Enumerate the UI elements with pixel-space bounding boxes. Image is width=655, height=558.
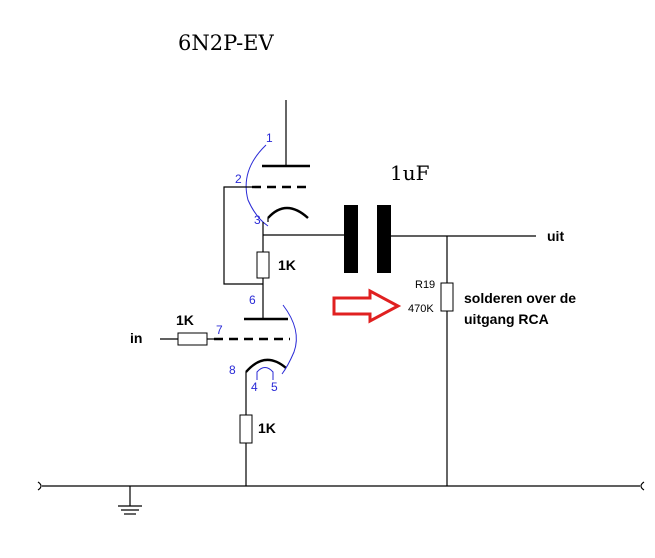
upper-tube-envelope <box>245 144 269 227</box>
pin-3-label: 3 <box>254 213 261 227</box>
pin-6-label: 6 <box>249 293 256 307</box>
resistor-grid-label: 1K <box>176 312 194 328</box>
resistor-cathode-label: 1K <box>258 420 276 436</box>
r19-ref-label: R19 <box>415 279 435 291</box>
resistor-cathode <box>239 414 253 444</box>
resistor-r19 <box>440 282 454 312</box>
ground-symbol <box>118 486 142 515</box>
grid-feedback-wire <box>223 186 263 285</box>
capacitor-plate-right <box>377 205 391 273</box>
note-line-1: solderen over de <box>464 290 576 306</box>
heater-filament <box>256 367 274 380</box>
pin-7-label: 7 <box>216 323 223 337</box>
lower-cathode <box>245 358 287 373</box>
pin-2-label: 2 <box>235 172 242 186</box>
lower-tube-envelope <box>281 304 297 375</box>
upper-cathode <box>267 206 309 219</box>
pin-8-label: 8 <box>229 363 236 377</box>
note-line-2: uitgang RCA <box>464 311 549 327</box>
capacitor-label: 1uF <box>390 161 430 185</box>
rail-left-end <box>37 481 42 491</box>
output-label: uit <box>547 228 564 244</box>
capacitor-plate-left <box>344 205 358 273</box>
resistor-grid <box>177 332 208 346</box>
tube-title: 6N2P-EV <box>178 31 275 55</box>
coupling-capacitor <box>344 205 391 273</box>
upper-triode: 1 2 3 <box>235 100 310 227</box>
r19-value-label: 470K <box>408 303 434 315</box>
pin-4-label: 4 <box>251 380 258 394</box>
rail-right-end <box>640 481 645 491</box>
resistor-upper <box>256 251 270 279</box>
pin-5-label: 5 <box>271 380 278 394</box>
red-arrow <box>332 288 402 324</box>
input-label: in <box>130 330 142 346</box>
pin-1-label: 1 <box>266 131 273 145</box>
resistor-upper-label: 1K <box>278 257 296 273</box>
lower-triode: 6 7 8 4 5 <box>214 293 297 394</box>
